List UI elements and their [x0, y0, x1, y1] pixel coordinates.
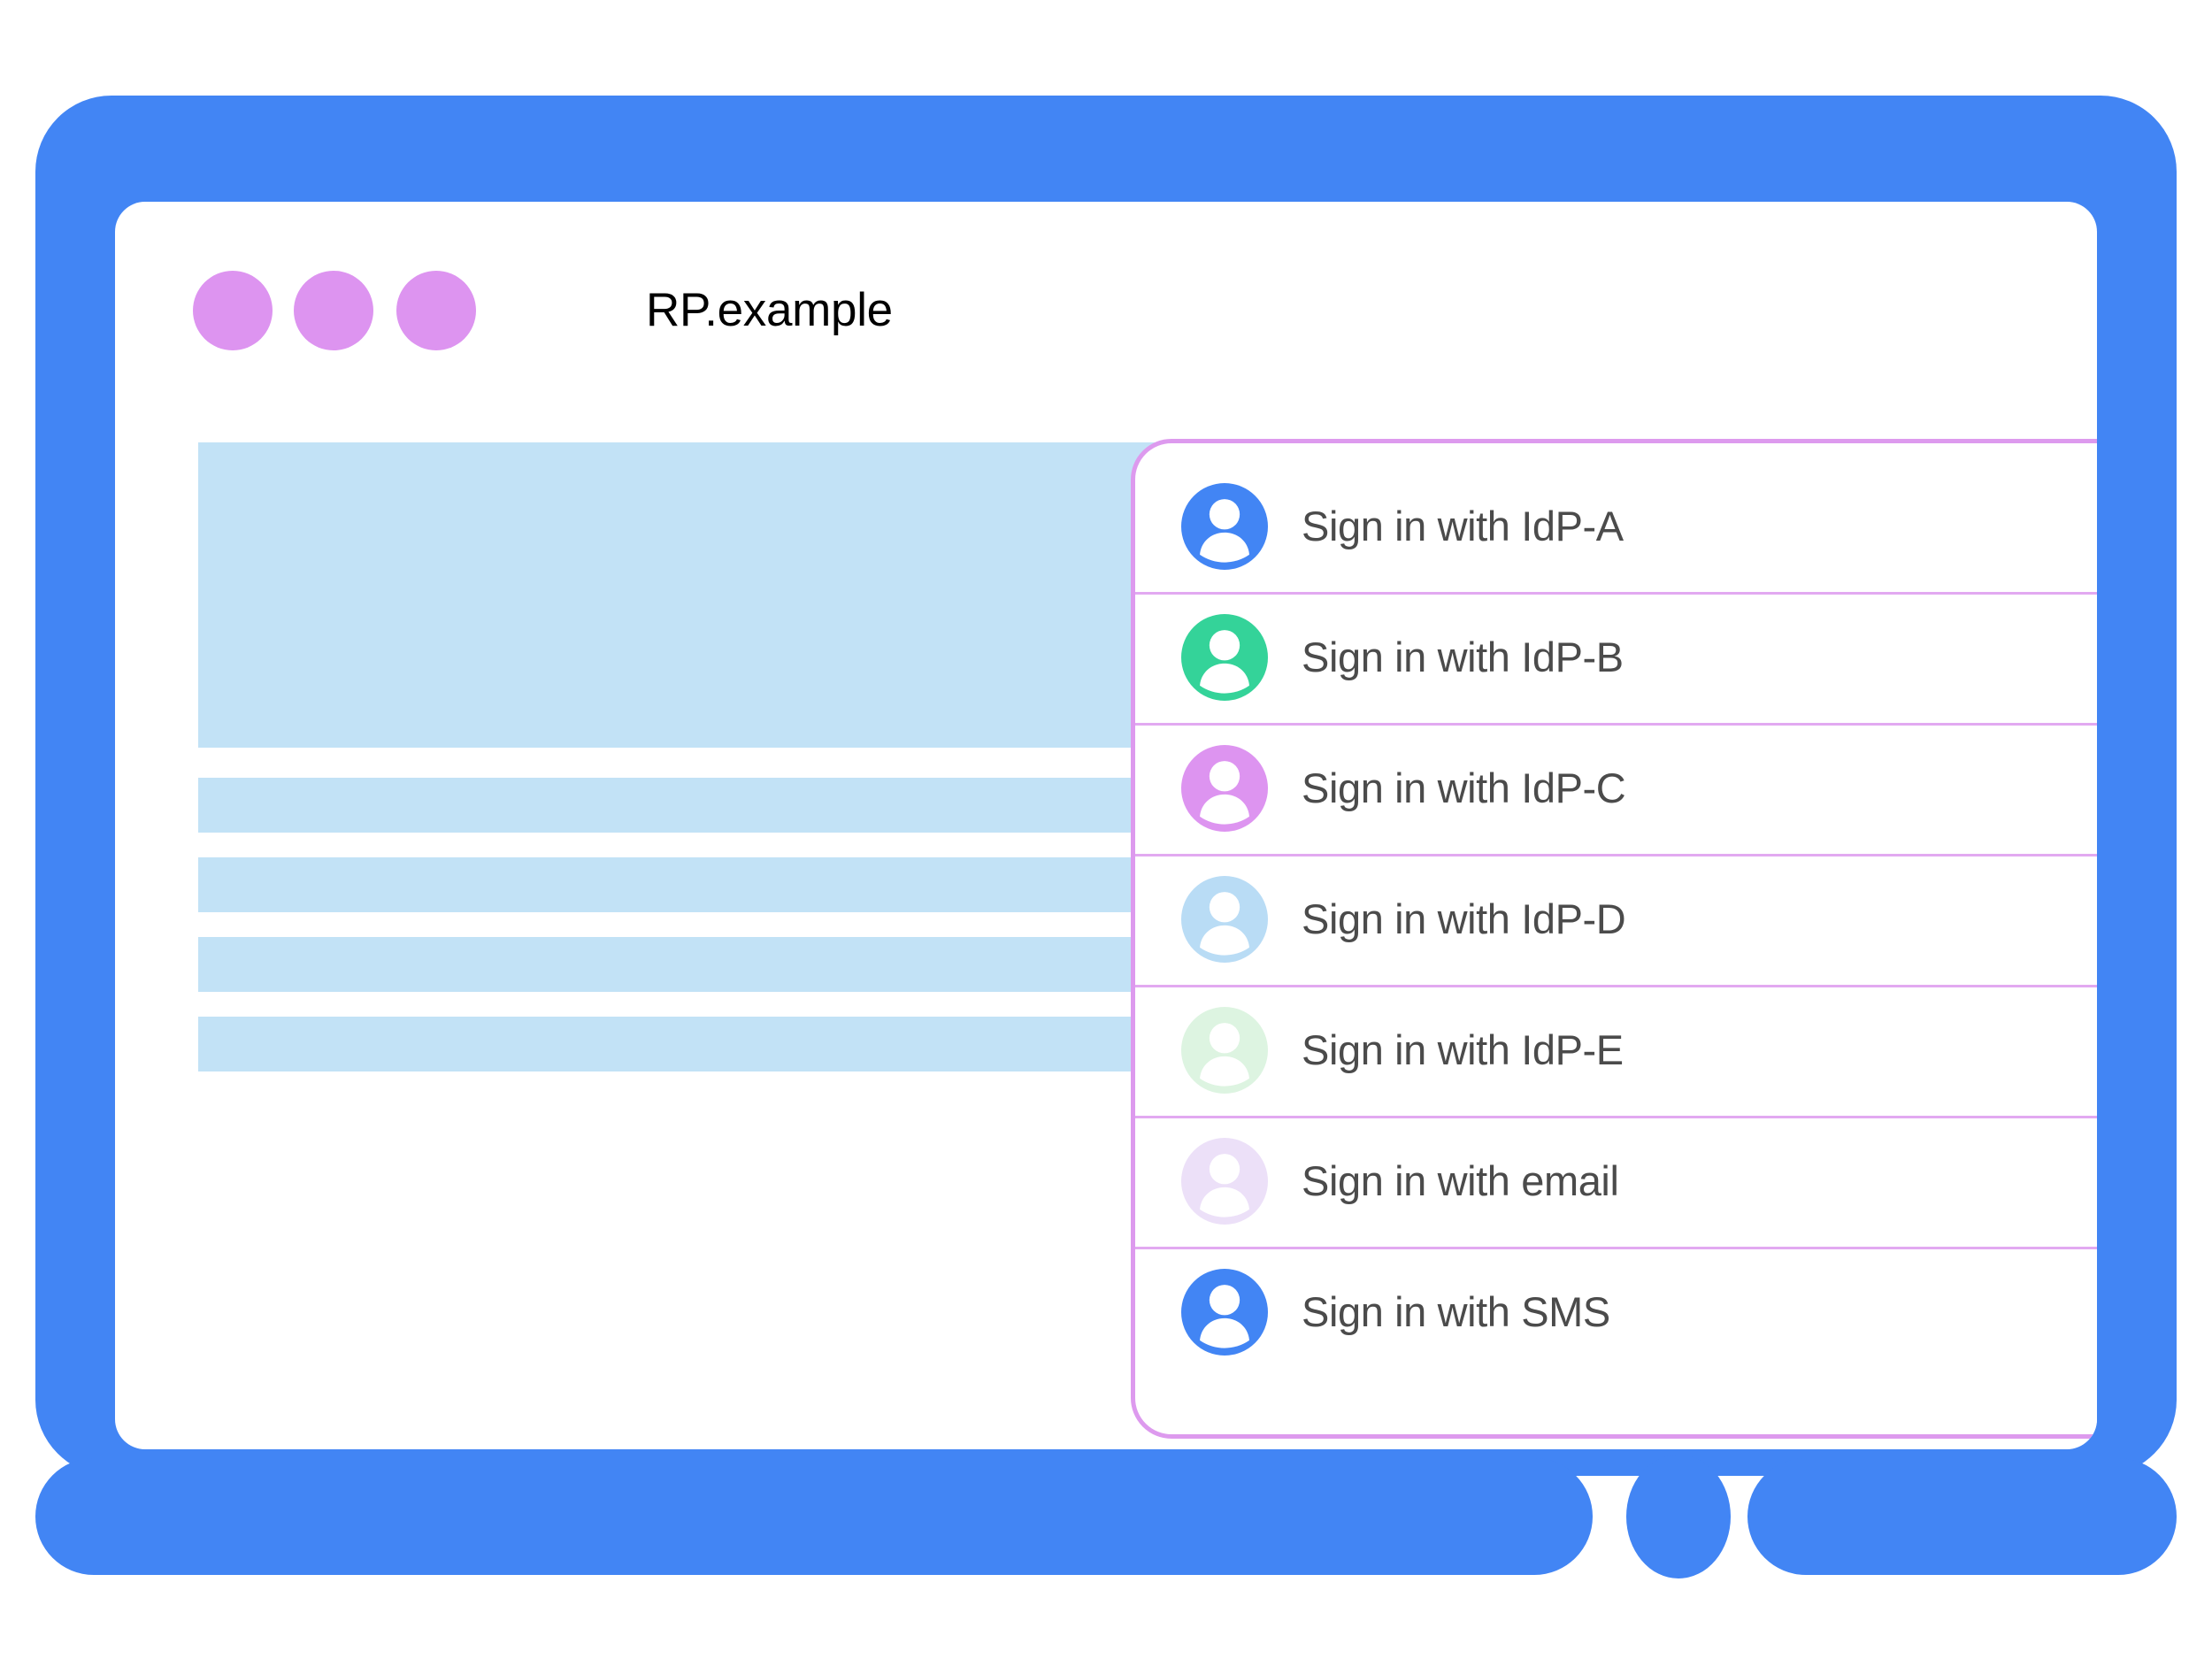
account-label: Sign in with email	[1302, 1157, 1619, 1204]
person-avatar-icon	[1181, 876, 1268, 963]
account-row[interactable]: Sign in with SMS	[1135, 1247, 2097, 1378]
account-list: Sign in with IdP-A Sign in with IdP-B Sign…	[1135, 461, 2097, 1378]
person-avatar-icon	[1181, 483, 1268, 570]
account-label: Sign in with IdP-A	[1302, 503, 1624, 549]
person-avatar-icon	[1181, 1269, 1268, 1356]
account-row[interactable]: Sign in with email	[1135, 1116, 2097, 1247]
account-row[interactable]: Sign in with IdP-D	[1135, 854, 2097, 985]
account-row[interactable]: Sign in with IdP-B	[1135, 592, 2097, 723]
content-placeholder-bar	[198, 937, 1163, 992]
window-dot-3[interactable]	[396, 271, 476, 350]
person-avatar-icon	[1181, 745, 1268, 832]
account-row[interactable]: Sign in with IdP-A	[1135, 461, 2097, 592]
content-placeholder-bar	[198, 1017, 1163, 1071]
person-avatar-icon	[1181, 614, 1268, 701]
person-avatar-icon	[1181, 1138, 1268, 1225]
tablet-bezel-bottom-right	[1747, 1458, 2177, 1575]
account-row[interactable]: Sign in with IdP-C	[1135, 723, 2097, 854]
account-label: Sign in with SMS	[1302, 1288, 1610, 1335]
content-placeholder-hero	[198, 442, 1163, 748]
content-placeholder-bar	[198, 778, 1163, 833]
window-dot-1[interactable]	[193, 271, 273, 350]
account-label: Sign in with IdP-E	[1302, 1026, 1624, 1073]
home-button[interactable]	[1626, 1455, 1731, 1578]
tablet-bezel-bottom-left	[35, 1458, 1593, 1575]
person-avatar-icon	[1181, 1007, 1268, 1094]
content-placeholder-column	[198, 442, 1163, 1096]
window-dot-2[interactable]	[294, 271, 373, 350]
account-chooser-panel: Sign in with IdP-A Sign in with IdP-B Sign…	[1131, 439, 2097, 1439]
account-label: Sign in with IdP-C	[1302, 764, 1626, 811]
content-placeholder-bar	[198, 857, 1163, 912]
account-row[interactable]: Sign in with IdP-E	[1135, 985, 2097, 1116]
account-label: Sign in with IdP-D	[1302, 895, 1626, 942]
window-titlebar: RP.example	[115, 202, 2097, 350]
account-label: Sign in with IdP-B	[1302, 634, 1624, 680]
page-title: RP.example	[646, 284, 893, 336]
